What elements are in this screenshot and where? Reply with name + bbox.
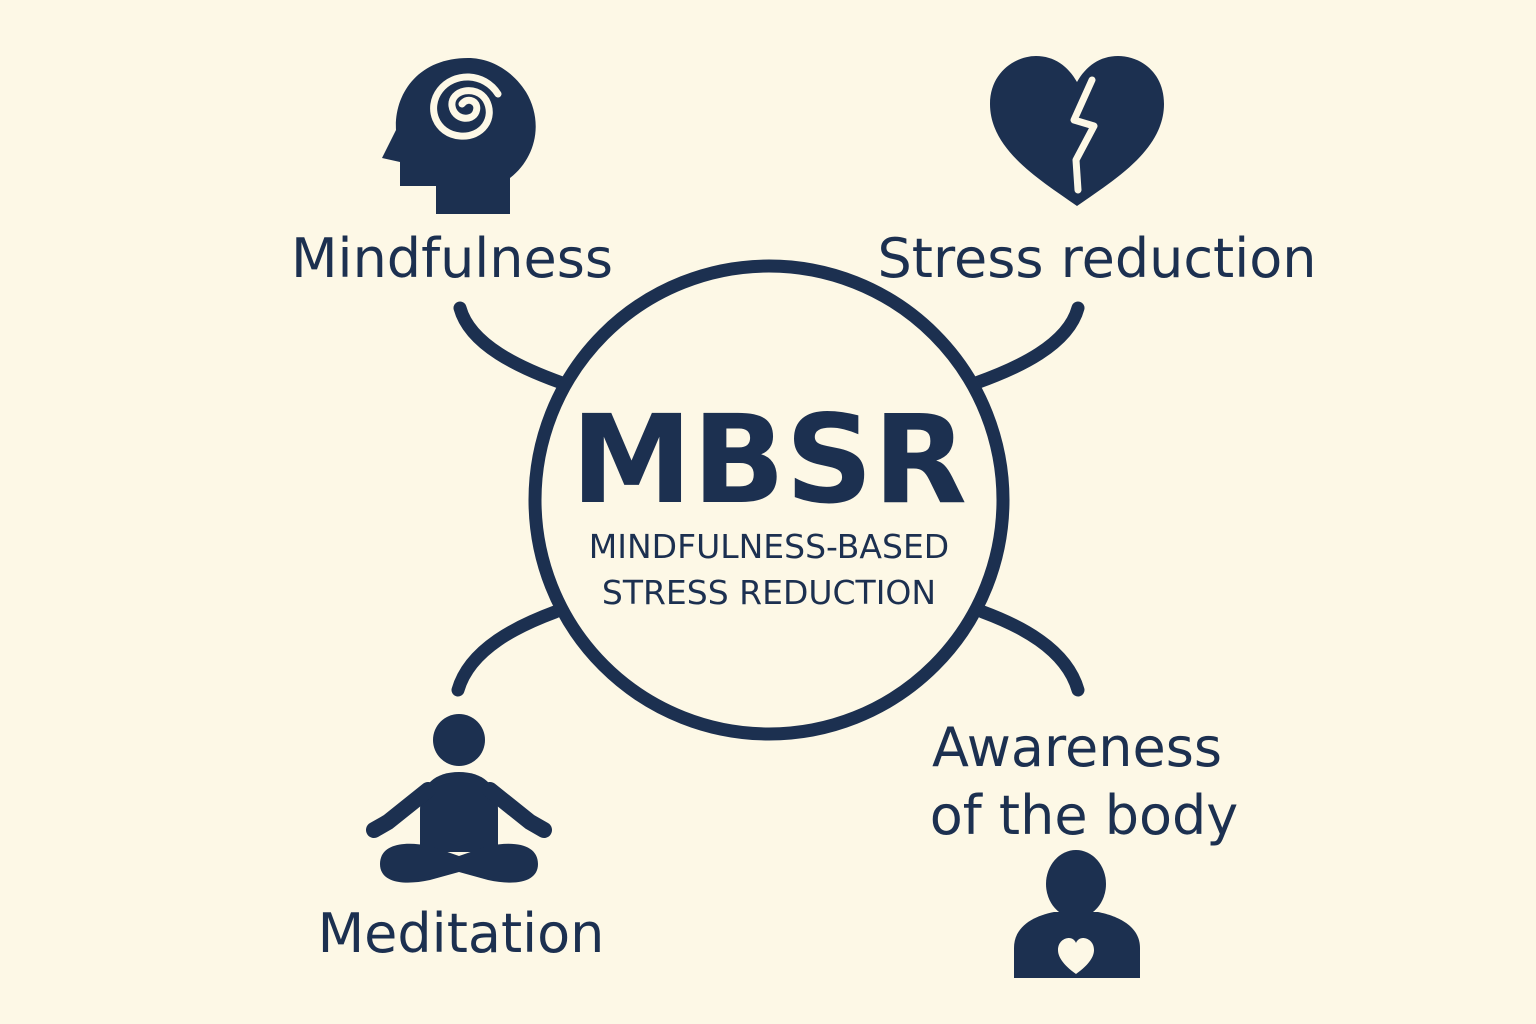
head-spiral-icon <box>382 58 536 214</box>
center-subtitle-line1: MINDFULNESS-BASED <box>589 527 949 566</box>
connector-meditation <box>451 605 562 697</box>
mindfulness-label: Mindfulness <box>291 227 613 290</box>
broken-heart-icon <box>990 56 1164 206</box>
center-circle <box>528 259 1010 741</box>
awareness-label-line2: of the body <box>930 784 1239 847</box>
connector-mindfulness <box>453 301 569 390</box>
meditation-label: Meditation <box>318 902 605 965</box>
stress-reduction-label: Stress reduction <box>878 227 1317 290</box>
meditating-person-icon <box>366 714 552 883</box>
person-heart-icon <box>1014 850 1140 978</box>
center-title: MBSR <box>571 389 967 531</box>
awareness-label-line1: Awareness <box>932 716 1222 779</box>
center-subtitle-line2: STRESS REDUCTION <box>602 573 936 612</box>
connector-stress-reduction <box>969 301 1085 390</box>
connector-awareness <box>976 605 1085 697</box>
